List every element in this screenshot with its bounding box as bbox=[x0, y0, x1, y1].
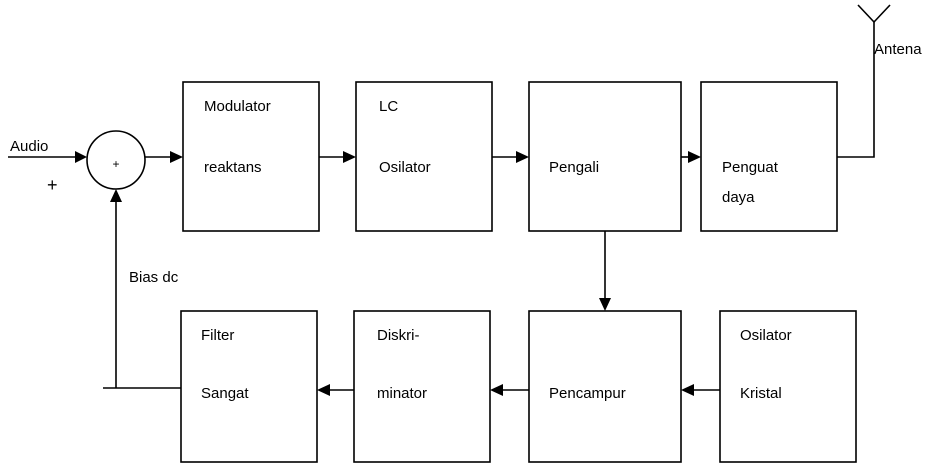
kristal-to-pencampur-arrowhead bbox=[681, 384, 694, 396]
filter-block-line2: Sangat bbox=[201, 385, 249, 402]
pencampur-to-diskriminator-arrowhead bbox=[490, 384, 503, 396]
penguat-daya-block bbox=[700, 81, 838, 232]
pencampur-block bbox=[528, 310, 682, 463]
pencampur-block-line1: Pencampur bbox=[549, 385, 626, 402]
diskriminator-to-filter-arrowhead bbox=[317, 384, 330, 396]
summing-junction-sign: + bbox=[112, 157, 119, 171]
osilator-kristal-block bbox=[719, 310, 857, 463]
kristal-block-line1: Osilator bbox=[740, 327, 792, 344]
pengali-block-line1: Pengali bbox=[549, 159, 599, 176]
filter-sangat-block bbox=[180, 310, 318, 463]
modulator-reaktans-block bbox=[182, 81, 320, 232]
lc-osilator-block bbox=[355, 81, 493, 232]
audio-input-label: Audio bbox=[10, 138, 48, 155]
lc-block-line2: Osilator bbox=[379, 159, 431, 176]
lc-to-pengali-arrowhead bbox=[516, 151, 529, 163]
antenna-icon bbox=[857, 4, 891, 23]
filter-block-line1: Filter bbox=[201, 327, 234, 344]
summer-to-modulator-arrowhead bbox=[170, 151, 183, 163]
modulator-to-lc-arrowhead bbox=[343, 151, 356, 163]
kristal-block-line2: Kristal bbox=[740, 385, 782, 402]
audio-plus-sign: + bbox=[47, 175, 58, 195]
modulator-block-line1: Modulator bbox=[204, 98, 271, 115]
pengali-to-penguat-arrowhead bbox=[688, 151, 701, 163]
antenna-label: Antena bbox=[874, 41, 922, 58]
modulator-block-line2: reaktans bbox=[204, 159, 262, 176]
pengali-block bbox=[528, 81, 682, 232]
feedback-arrowhead bbox=[110, 189, 122, 202]
penguat-block-line1: Penguat bbox=[722, 159, 779, 176]
bias-dc-label: Bias dc bbox=[129, 269, 179, 286]
antenna-feed-wire bbox=[837, 22, 875, 158]
diskriminator-block bbox=[353, 310, 491, 463]
penguat-block-line2: daya bbox=[722, 189, 755, 206]
pengali-to-pencampur-arrowhead bbox=[599, 298, 611, 311]
diskriminator-block-line2: minator bbox=[377, 385, 427, 402]
diskriminator-block-line1: Diskri- bbox=[377, 327, 420, 344]
audio-arrowhead bbox=[75, 151, 87, 163]
lc-block-line1: LC bbox=[379, 98, 398, 115]
